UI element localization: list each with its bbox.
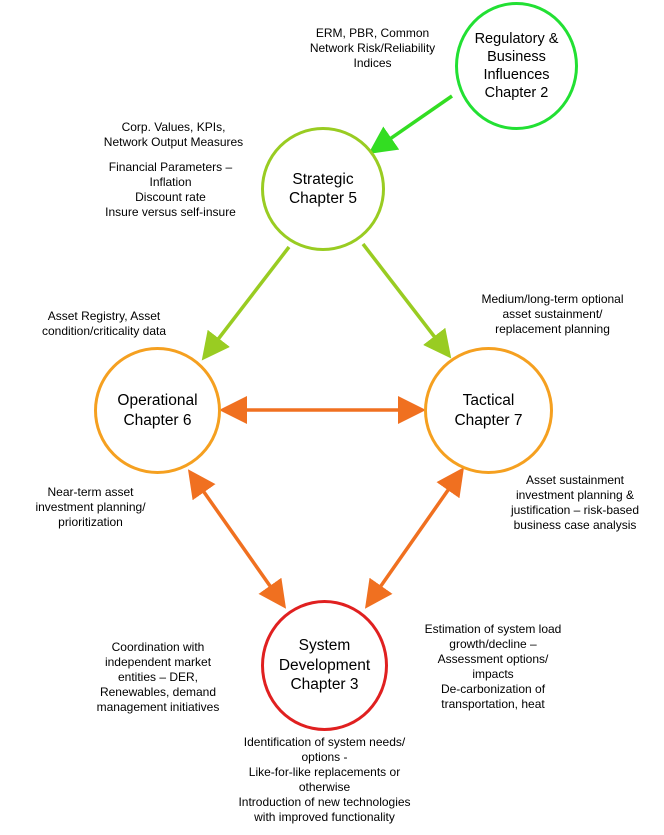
operational-label: Operational Chapter 6 bbox=[117, 392, 198, 429]
near-term-text: Near-term asset investment planning/ pri… bbox=[35, 485, 146, 529]
system-needs-text: Identification of system needs/ options … bbox=[238, 735, 411, 824]
regulatory-node: Regulatory & Business Influences Chapter… bbox=[455, 2, 578, 130]
financial-parameters-text: Financial Parameters – Inflation Discoun… bbox=[105, 160, 236, 219]
arrow-strategic-to-operational bbox=[201, 245, 291, 361]
strategic-node: Strategic Chapter 5 bbox=[261, 127, 385, 251]
tactical-node: Tactical Chapter 7 bbox=[424, 347, 553, 474]
asset-sustainment-text: Asset sustainment investment planning & … bbox=[510, 473, 640, 532]
tactical-label: Tactical Chapter 7 bbox=[454, 392, 523, 429]
coordination-text: Coordination with independent market ent… bbox=[96, 640, 220, 714]
estimation-text: Estimation of system load growth/decline… bbox=[424, 622, 562, 711]
arrow-operational-system bbox=[187, 469, 287, 609]
corporate-values-text: Corp. Values, KPIs, Network Output Measu… bbox=[103, 120, 244, 149]
arrow-regulatory-to-strategic bbox=[368, 94, 453, 154]
system-development-label: System Development Chapter 3 bbox=[278, 637, 371, 694]
regulatory-inputs-text: ERM, PBR, Common Network Risk/Reliabilit… bbox=[309, 26, 436, 70]
operational-node: Operational Chapter 6 bbox=[94, 347, 221, 474]
medium-long-term-text: Medium/long-term optional asset sustainm… bbox=[481, 292, 624, 336]
asset-registry-text: Asset Registry, Asset condition/critical… bbox=[41, 309, 167, 338]
regulatory-label: Regulatory & Business Influences Chapter… bbox=[474, 30, 559, 102]
arrow-strategic-to-tactical bbox=[361, 242, 452, 359]
arrow-tactical-system bbox=[364, 467, 465, 609]
system-development-node: System Development Chapter 3 bbox=[261, 600, 388, 731]
strategic-label: Strategic Chapter 5 bbox=[288, 170, 358, 207]
